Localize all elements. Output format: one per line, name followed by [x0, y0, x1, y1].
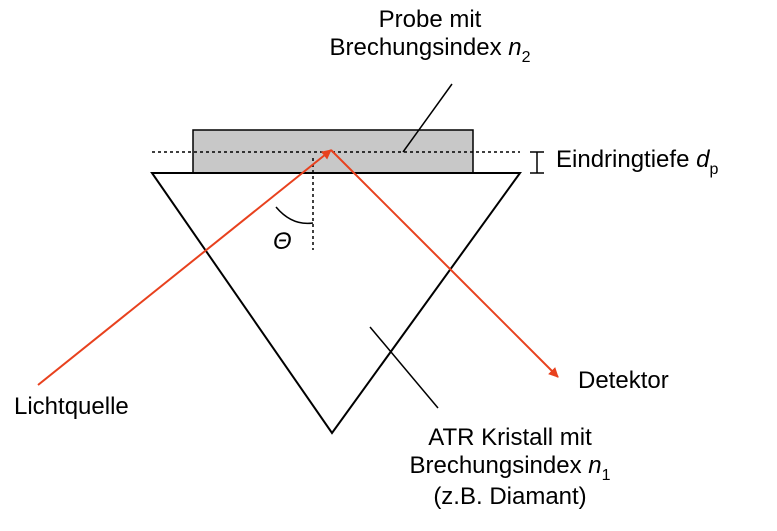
crystal-index-subscript: 1 — [601, 467, 611, 484]
atr-crystal — [150, 172, 522, 435]
sample-index-subscript: 2 — [521, 49, 531, 66]
penetration-depth-bracket — [530, 151, 544, 174]
crystal-label-line2: Brechungsindex n1 — [330, 452, 690, 484]
crystal-label-prefix: Brechungsindex — [409, 452, 589, 479]
angle-label: Θ — [273, 228, 292, 255]
crystal-leader-line — [369, 326, 439, 409]
penetration-prefix: Eindringtiefe — [556, 146, 697, 173]
crystal-label-line3: (z.B. Diamant) — [433, 483, 587, 510]
penetration-subscript: p — [709, 161, 719, 178]
crystal-label-line1: ATR Kristall mit — [428, 424, 592, 451]
sample-label: Probe mit Brechungsindex n2 — [250, 6, 610, 66]
reflected-beam — [330, 149, 559, 378]
angle-arc — [275, 206, 314, 225]
crystal-index-symbol: n — [588, 452, 602, 479]
sample-label-prefix: Brechungsindex — [329, 34, 509, 61]
sample-index-symbol: n — [508, 34, 522, 61]
sample-label-line2: Brechungsindex n2 — [250, 34, 610, 66]
detector-label: Detektor — [578, 367, 669, 394]
incident-beam — [37, 149, 332, 386]
light-source-label: Lichtquelle — [14, 393, 129, 420]
sample-label-line1: Probe mit — [378, 6, 482, 33]
crystal-label: ATR Kristall mit Brechungsindex n1 (z.B.… — [330, 424, 690, 511]
probe-leader-line — [402, 83, 453, 153]
penetration-depth-label: Eindringtiefe dp — [556, 146, 719, 178]
penetration-symbol: d — [696, 146, 710, 173]
